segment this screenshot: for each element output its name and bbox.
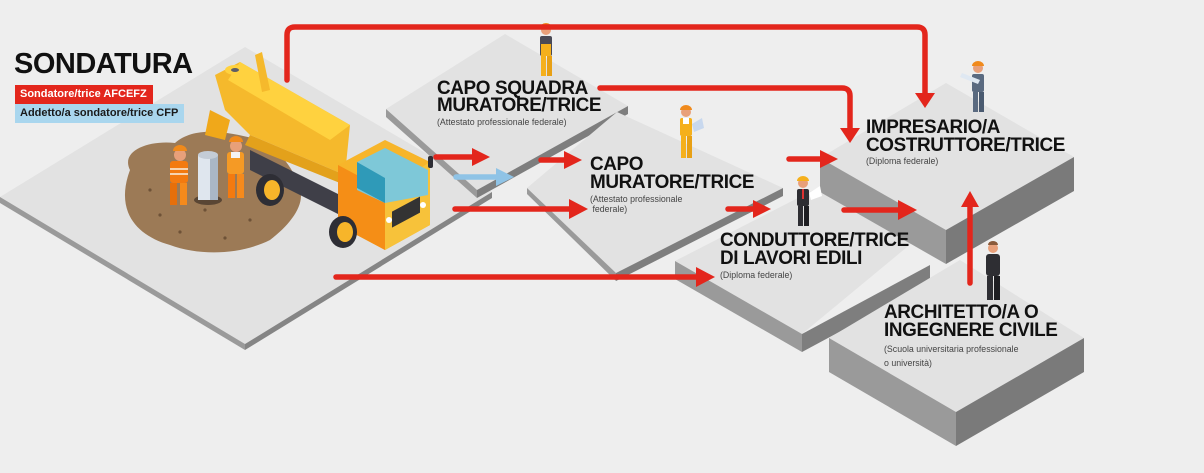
arrow-head [472, 148, 490, 166]
level-title-line1: CAPO SQUADRA [437, 77, 588, 99]
person-impresario-illustration [960, 61, 984, 112]
arrow-head [496, 168, 514, 186]
worker-capo-squadra-illustration [540, 23, 552, 76]
arrow-head [564, 151, 582, 169]
worker-left-illustration [170, 145, 188, 205]
level-subtitle-line1: (Scuola universitaria professionale [884, 344, 1019, 354]
arrow-capo-squadra-to-impresario [597, 85, 853, 133]
level-subtitle-line1: (Attestato professionale [590, 194, 683, 204]
level-title-line2: INGEGNERE CIVILE [884, 319, 1058, 341]
level-subtitle: (Diploma federale) [866, 156, 939, 166]
concrete-mixer-truck-illustration [205, 52, 433, 250]
arrow-head [961, 191, 979, 207]
arrow-head [569, 199, 588, 219]
badge-sondatore-afcefz: Sondatore/trice AFCEFZ [15, 85, 153, 104]
arrow-head [696, 267, 715, 287]
level-title-line1: IMPRESARIO/A [866, 116, 1001, 138]
level-subtitle-line2: o università) [884, 358, 932, 368]
arrow-head [915, 93, 935, 108]
worker-capo-muratore-illustration [680, 105, 704, 158]
drill-pipe-illustration [194, 151, 222, 205]
level-title-line2: MURATORE/TRICE [590, 171, 755, 193]
person-conduttore-illustration [797, 176, 822, 226]
level-title-line2: COSTRUTTORE/TRICE [866, 134, 1066, 156]
arrow-head [753, 200, 771, 218]
level-title-line2: MURATORE/TRICE [437, 94, 602, 116]
level-subtitle-line2: federale) [590, 204, 628, 214]
arrow-head [820, 150, 838, 168]
person-architetto-illustration [986, 241, 1000, 300]
arrows [284, 24, 979, 287]
arrow-sondatura-to-impresario [284, 24, 928, 98]
level-subtitle: (Attestato professionale federale) [437, 117, 567, 127]
platform-architetto [829, 260, 1084, 446]
level-title-line2: DI LAVORI EDILI [720, 247, 863, 269]
platform-conduttore [675, 180, 930, 352]
level-title-line1: CAPO [590, 153, 644, 175]
badge-addetto-cfp: Addetto/a sondatore/trice CFP [15, 104, 185, 123]
level-subtitle: (Diploma federale) [720, 270, 793, 280]
arrow-head [840, 128, 860, 143]
level-title-line1: ARCHITETTO/A O [884, 301, 1039, 323]
page-title: SONDATURA [14, 48, 193, 80]
arrow-head [898, 200, 917, 220]
level-title-line1: CONDUTTORE/TRICE [720, 229, 909, 251]
worker-right-illustration [227, 136, 244, 198]
